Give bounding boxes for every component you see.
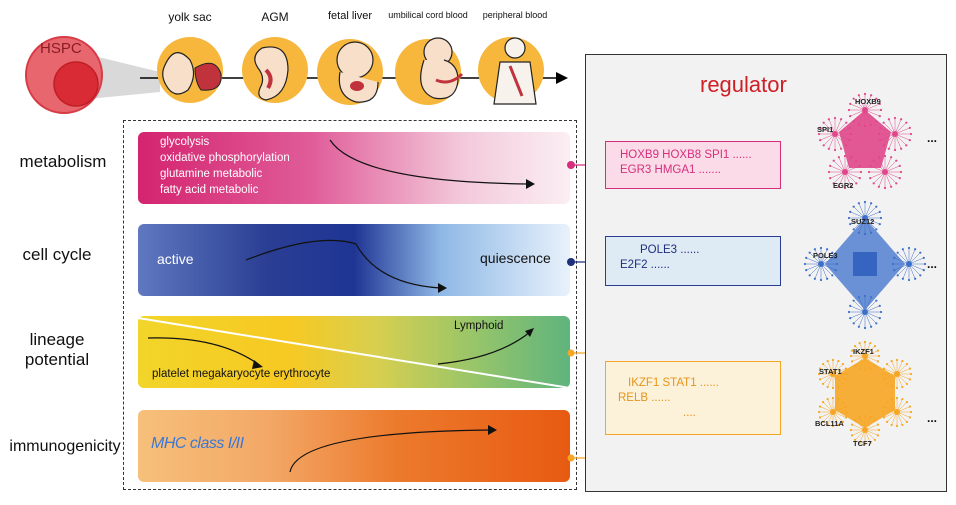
- regulator-lineage-line1: IKZF1 STAT1 ......: [628, 377, 719, 389]
- metabolism-item-oxphos: oxidative phosphorylation: [160, 152, 290, 164]
- metabolism-item-glutamine: glutamine metabolic: [160, 168, 263, 180]
- regulator-cell-cycle-line1: POLE3 ......: [640, 244, 700, 256]
- blue-more: ...: [927, 257, 937, 271]
- orange-network: [835, 358, 895, 428]
- stage-agm: AGM: [261, 10, 289, 24]
- metabolism-trend-arrow: [329, 139, 535, 189]
- cell-cycle-trend-arrow: [245, 239, 447, 293]
- regulator-metabolism-line1: HOXB9 HOXB8 SPI1 ......: [620, 149, 752, 161]
- pink-hub-1: [877, 116, 913, 152]
- row-label-immunogenicity: immunogenicity: [9, 438, 121, 455]
- orange-hub-3: [849, 414, 881, 446]
- row-label-metabolism: metabolism: [19, 152, 107, 171]
- regulator-cell-cycle-line2: E2F2 ......: [620, 259, 670, 271]
- row-label-potential: potential: [24, 350, 90, 369]
- blue-hub-3: [803, 246, 839, 282]
- orange-hub-2: [881, 396, 913, 428]
- blue-hub-0: [847, 200, 883, 236]
- node-spi1: SPI1: [817, 125, 833, 134]
- node-egr2: EGR2: [833, 181, 853, 190]
- node-hoxb9: HOXB9: [855, 97, 881, 106]
- blue-hub-2: [847, 294, 883, 330]
- node-bcl11a: BCL11A: [815, 419, 844, 428]
- lineage-lymphoid: Lymphoid: [454, 320, 504, 332]
- peripheral-blood-body-icon: [493, 37, 537, 105]
- stage-peripheral-blood: peripheral blood: [482, 10, 548, 20]
- immunogenicity-trend-arrow: [289, 425, 497, 473]
- regulator-lineage-line3: ....: [683, 407, 696, 419]
- blue-network: [825, 218, 905, 310]
- regulator-title: regulator: [700, 72, 787, 97]
- pink-hub-3: [827, 154, 863, 190]
- timeline-graphic: [25, 36, 568, 114]
- node-ikzf1: IKZF1: [853, 347, 874, 356]
- regulator-box-lineage: IKZF1 STAT1 ...... RELB ...... ....: [605, 361, 781, 435]
- row-label-lineage: lineage: [29, 330, 85, 349]
- immunogenicity-mhc: MHC class I/II: [151, 435, 244, 452]
- lineage-graphic: [138, 317, 570, 388]
- immunogenicity-box: MHC class I/II: [138, 410, 570, 482]
- orange-hub-1: [881, 358, 913, 390]
- cord-blood-embryo-icon: [420, 37, 464, 100]
- orange-more: ...: [927, 411, 937, 425]
- regulator-lineage-line2: RELB ......: [618, 392, 671, 404]
- hspc-label: HSPC: [40, 40, 82, 57]
- pink-hub-0: [847, 92, 883, 128]
- pink-network: [839, 110, 891, 168]
- regulator-box-cell-cycle: POLE3 ...... E2F2 ......: [605, 236, 781, 286]
- agm-embryo-icon: [254, 46, 289, 101]
- pink-hub-2: [867, 154, 903, 190]
- metabolism-box: glycolysis oxidative phosphorylation glu…: [138, 132, 570, 204]
- stage-umbilical-cord-blood: umbilical cord blood: [388, 10, 468, 20]
- node-pole3: POLE3: [813, 251, 838, 260]
- node-tcf7: TCF7: [853, 439, 872, 448]
- node-stat1: STAT1: [819, 367, 842, 376]
- metabolism-item-fatty-acid: fatty acid metabolic: [160, 184, 259, 196]
- timeline: HSPC yolk sac AGM fetal liver umbilical …: [0, 0, 956, 115]
- cell-cycle-quiescence: quiescence: [480, 250, 551, 266]
- features-frame: [123, 120, 577, 490]
- timeline-arrowhead: [556, 72, 568, 84]
- lineage-box: Lymphoid platelet megakaryocyte erythroc…: [138, 316, 570, 388]
- yolk-sac-embryo-icon: [162, 52, 222, 95]
- orange-hub-5: [817, 358, 849, 390]
- fetal-liver-embryo-icon: [336, 41, 379, 103]
- metabolism-item-glycolysis: glycolysis: [160, 136, 210, 148]
- hspc-inner-circle: [53, 61, 99, 107]
- stage-fetal-liver: fetal liver: [327, 10, 373, 22]
- regulator-metabolism-line2: EGR3 HMGA1 .......: [620, 164, 721, 176]
- pink-hub-4: [817, 116, 853, 152]
- cell-cycle-box: active quiescence: [138, 224, 570, 296]
- lineage-myeloid: platelet megakaryocyte erythrocyte: [152, 368, 331, 380]
- node-suz12: SUZ12: [851, 217, 874, 226]
- orange-hub-4: [817, 396, 849, 428]
- pink-more: ...: [927, 131, 937, 145]
- blue-hub-1: [891, 246, 927, 282]
- cell-cycle-active: active: [157, 251, 194, 267]
- regulator-box-metabolism: HOXB9 HOXB8 SPI1 ...... EGR3 HMGA1 .....…: [605, 141, 781, 189]
- row-label-cell-cycle: cell cycle: [22, 245, 92, 264]
- orange-hub-0: [849, 340, 881, 372]
- regulator-networks: HOXB9 SPI1 EGR2 SUZ12 POLE3 IKZF1 STAT1 …: [803, 92, 937, 448]
- stage-yolk-sac: yolk sac: [168, 10, 212, 24]
